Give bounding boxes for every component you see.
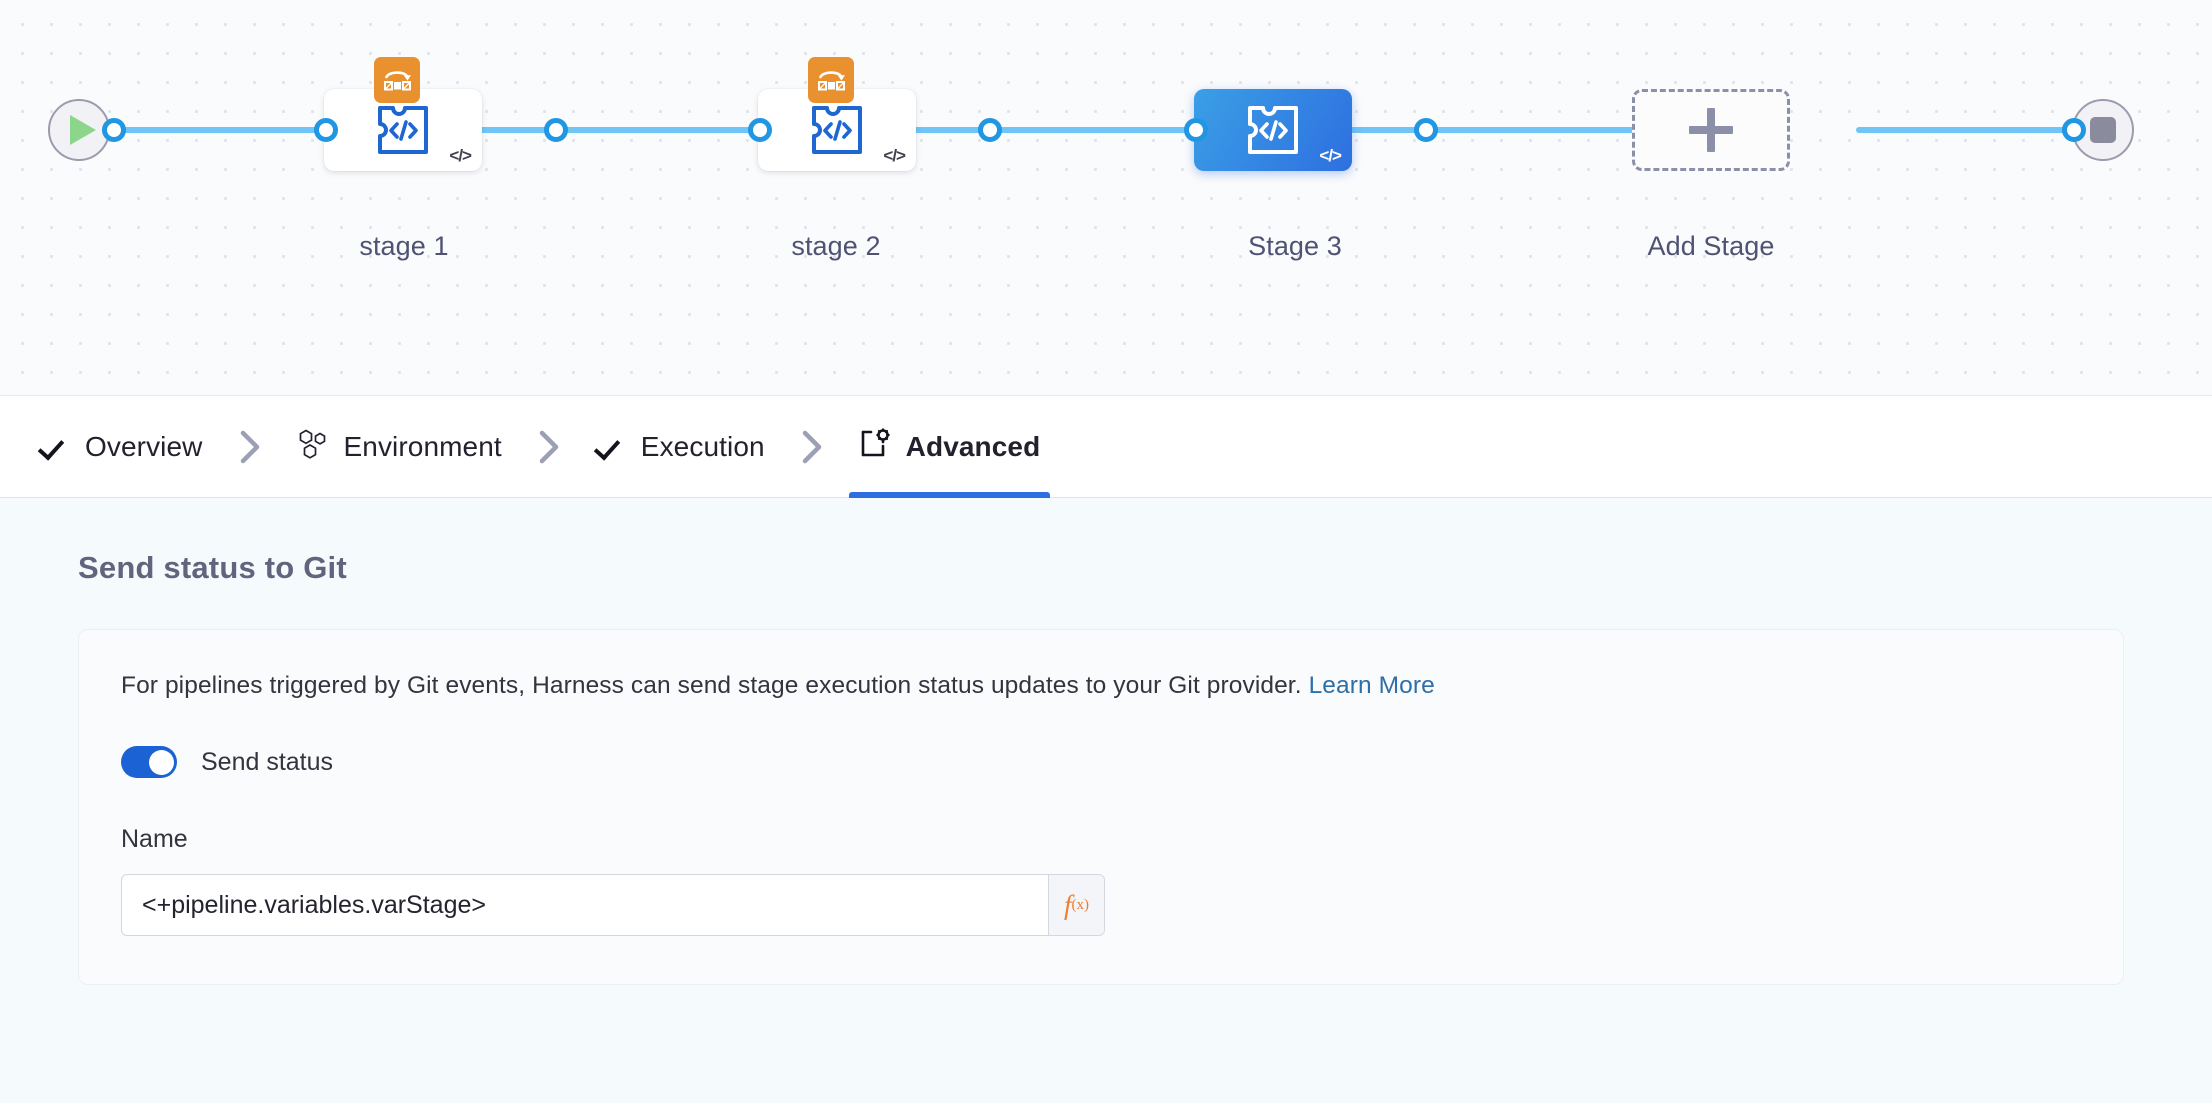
stage-type-code-badge-3: </> bbox=[1319, 146, 1342, 165]
card-description-text: For pipelines triggered by Git events, H… bbox=[121, 672, 1302, 699]
pipeline-canvas[interactable]: </> stage 1 </> stage 2 bbox=[0, 0, 2212, 396]
add-stage-label: Add Stage bbox=[1647, 231, 1775, 261]
name-field-label: Name bbox=[121, 825, 188, 853]
learn-more-link[interactable]: Learn More bbox=[1308, 672, 1435, 699]
stop-icon bbox=[2090, 117, 2116, 143]
connector-addstage-to-end bbox=[1856, 127, 2078, 133]
port-end-in[interactable] bbox=[2062, 118, 2086, 142]
card-description: For pipelines triggered by Git events, H… bbox=[121, 672, 2123, 700]
port-stage2-in[interactable] bbox=[748, 118, 772, 142]
tab-advanced[interactable]: Advanced bbox=[848, 396, 1051, 498]
advanced-gear-icon bbox=[859, 428, 891, 465]
matrix-looping-icon bbox=[374, 57, 420, 103]
stage-node-2[interactable]: </> bbox=[758, 57, 916, 171]
custom-stage-icon bbox=[324, 89, 482, 171]
tab-environment[interactable]: Environment bbox=[287, 396, 512, 497]
connector-stage2-to-stage3 bbox=[982, 127, 1204, 133]
stage-label-2: stage 2 bbox=[791, 231, 881, 261]
send-status-toggle[interactable] bbox=[121, 746, 177, 778]
send-status-to-git-card: For pipelines triggered by Git events, H… bbox=[78, 629, 2124, 985]
chevron-right-icon bbox=[775, 427, 849, 467]
custom-stage-icon bbox=[1194, 89, 1352, 171]
port-stage3-out[interactable] bbox=[1414, 118, 1438, 142]
send-status-toggle-row: Send status bbox=[121, 746, 2123, 778]
stage-node-3[interactable]: </> bbox=[1194, 89, 1352, 171]
play-icon bbox=[69, 115, 96, 145]
port-stage1-in[interactable] bbox=[314, 118, 338, 142]
pipeline-start-node[interactable] bbox=[48, 99, 110, 161]
connector-stage3-to-addstage bbox=[1418, 127, 1658, 133]
tab-execution[interactable]: Execution bbox=[586, 396, 775, 497]
chevron-right-icon bbox=[512, 427, 586, 467]
stage-label-3: Stage 3 bbox=[1248, 231, 1342, 261]
page-title: Send status to Git bbox=[78, 550, 347, 585]
advanced-panel: Send status to Git For pipelines trigger… bbox=[0, 498, 2212, 1103]
stage-node-1[interactable]: </> bbox=[324, 57, 482, 171]
port-stage2-out[interactable] bbox=[978, 118, 1002, 142]
add-stage-node[interactable] bbox=[1632, 89, 1790, 171]
name-field-row: f(x) bbox=[121, 874, 1105, 936]
chevron-right-icon bbox=[213, 427, 287, 467]
expression-fx-button[interactable]: f(x) bbox=[1048, 875, 1104, 935]
port-start-out[interactable] bbox=[102, 118, 126, 142]
toggle-knob bbox=[148, 749, 174, 775]
tab-overview[interactable]: Overview bbox=[30, 396, 213, 497]
connector-start-to-stage1 bbox=[114, 127, 336, 133]
stage-type-code-badge-2: </> bbox=[883, 146, 906, 165]
port-stage3-in[interactable] bbox=[1184, 118, 1208, 142]
check-icon bbox=[40, 432, 70, 462]
connector-stage1-to-stage2 bbox=[548, 127, 768, 133]
custom-stage-icon bbox=[758, 89, 916, 171]
port-stage1-out[interactable] bbox=[544, 118, 568, 142]
hexagons-icon bbox=[297, 428, 329, 465]
check-icon bbox=[596, 432, 626, 462]
matrix-looping-icon bbox=[808, 57, 854, 103]
stage-type-code-badge-1: </> bbox=[449, 146, 472, 165]
send-status-toggle-label: Send status bbox=[201, 747, 334, 776]
name-input[interactable] bbox=[122, 875, 1048, 935]
stage-setup-tabs: Overview Environment Execution bbox=[0, 396, 2212, 498]
stage-label-1: stage 1 bbox=[359, 231, 449, 261]
